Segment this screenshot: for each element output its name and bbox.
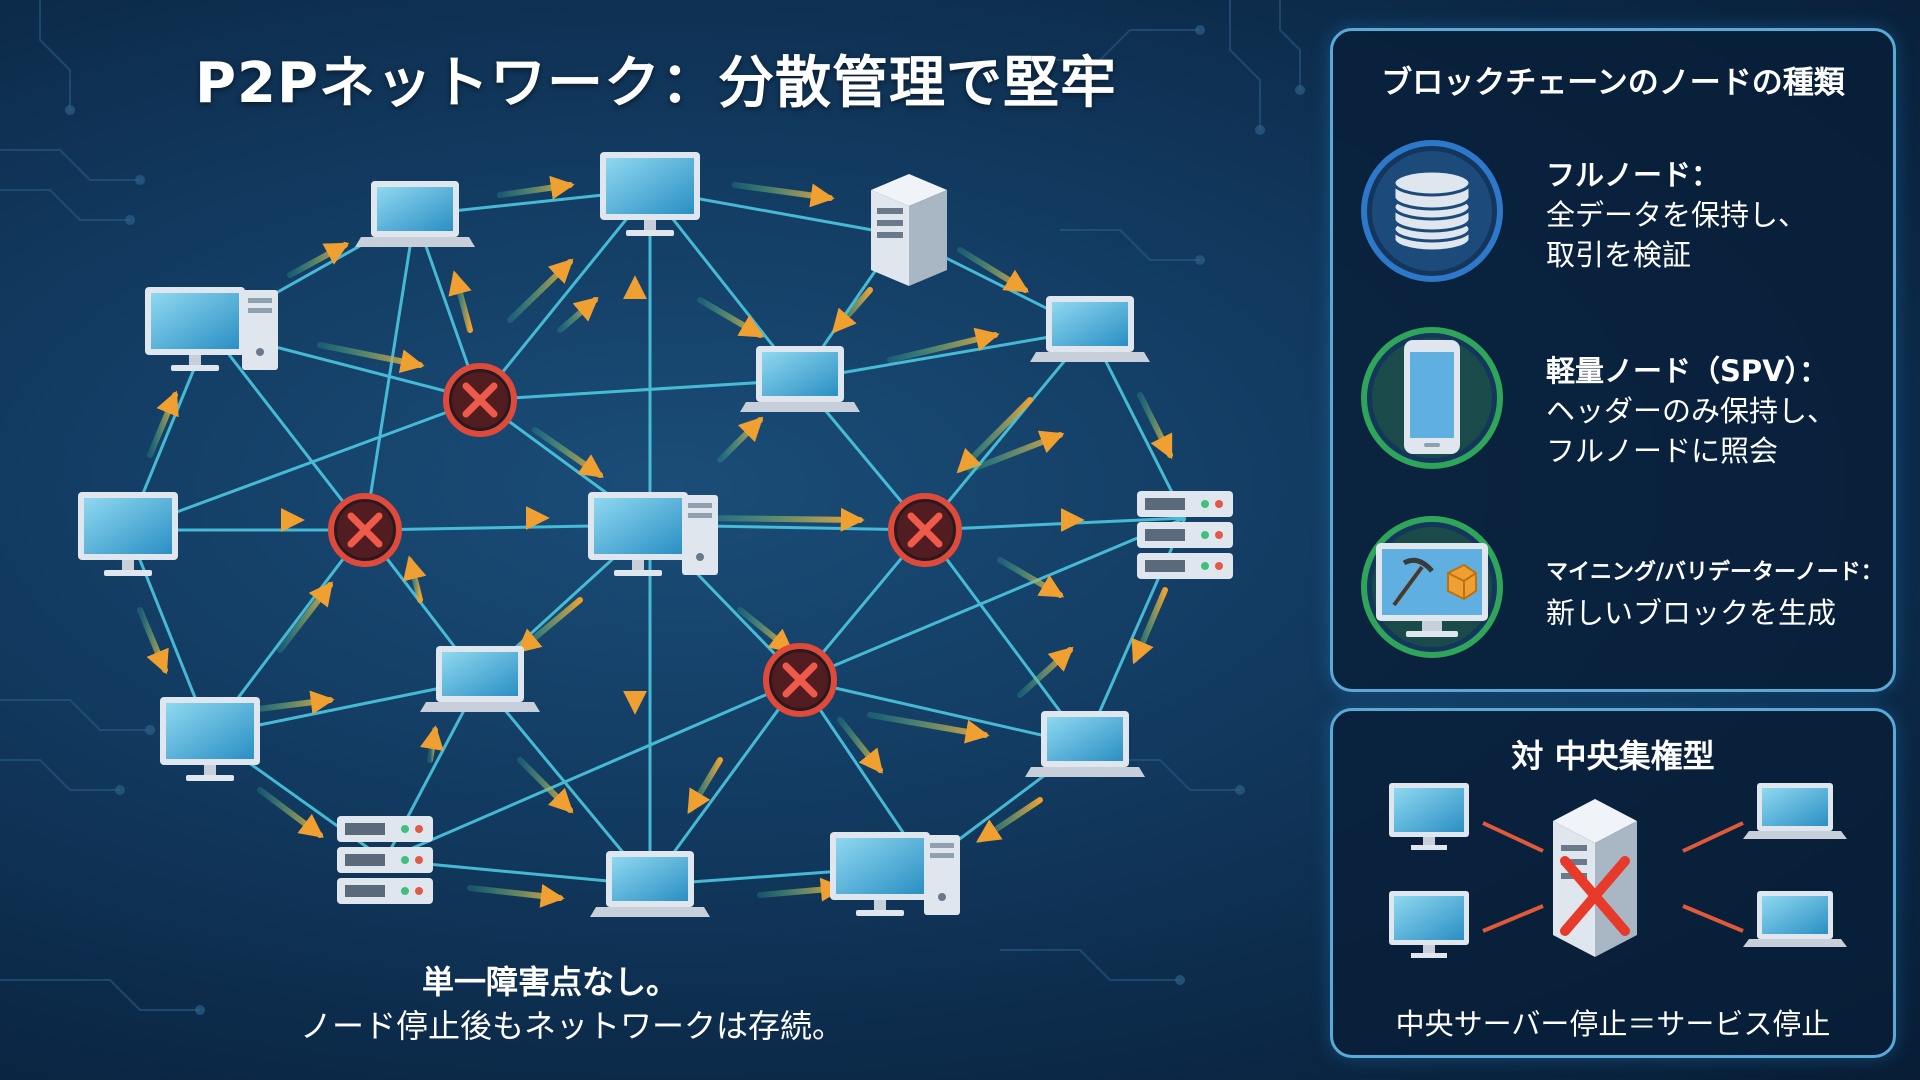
- spv-node-text: 軽量ノード（SPV）： ヘッダーのみ保持し、 フルノードに照会: [1546, 351, 1886, 471]
- mining-monitor-icon: [1361, 516, 1503, 658]
- laptop-node-icon: [355, 181, 475, 247]
- spv-node-desc-2: フルノードに照会: [1546, 434, 1779, 468]
- node-types-panel: ブロックチェーンのノードの種類 フルノード： 全データを保持し、 取引を検証 軽…: [1330, 28, 1896, 692]
- server-down-x-icon: [1560, 856, 1630, 936]
- client-monitor-icon: [1389, 891, 1469, 958]
- centralized-caption: 中央サーバー停止＝サービス停止: [1395, 1007, 1831, 1041]
- desktop-node-icon: [830, 832, 960, 916]
- data-flow-arrows: [137, 175, 1173, 908]
- client-monitor-icon: [1389, 783, 1469, 850]
- mining-node-desc-1: 新しいブロックを生成: [1546, 596, 1837, 630]
- full-node-desc-2: 取引を検証: [1546, 238, 1692, 272]
- diagram-caption: 単一障害点なし。 ノード停止後もネットワークは存続。: [300, 960, 845, 1048]
- failed-node-icon: [891, 496, 959, 564]
- centralized-diagram: [1389, 783, 1847, 958]
- full-node-desc-1: 全データを保持し、: [1546, 198, 1808, 232]
- laptop-node-icon: [590, 851, 710, 917]
- failed-node-icon: [766, 646, 834, 714]
- caption-line-2: ノード停止後もネットワークは存続。: [300, 1007, 845, 1045]
- network-nodes: [78, 152, 1233, 917]
- mining-node-text: マイニング/バリデーターノード： 新しいブロックを生成: [1546, 553, 1886, 633]
- node-types-title: ブロックチェーンのノードの種類: [1381, 65, 1845, 101]
- client-laptop-icon: [1743, 783, 1847, 839]
- server-node-icon: [871, 174, 947, 286]
- laptop-node-icon: [420, 646, 540, 712]
- smartphone-icon: [1361, 327, 1503, 469]
- rack-server-node-icon: [337, 816, 433, 904]
- centralized-title: 対 中央集権型: [1511, 737, 1715, 775]
- laptop-node-icon: [1030, 296, 1150, 362]
- monitor-node-icon: [160, 697, 260, 781]
- full-node-text: フルノード： 全データを保持し、 取引を検証: [1546, 155, 1886, 275]
- failed-node-icon: [446, 366, 514, 434]
- failed-node-icon: [331, 496, 399, 564]
- monitor-node-icon: [78, 492, 178, 576]
- desktop-node-icon: [145, 287, 278, 371]
- caption-line-1: 単一障害点なし。: [421, 963, 678, 1001]
- centralized-comparison-panel: 対 中央集権型 中央サーバー停止＝サービス停止: [1330, 708, 1896, 1058]
- central-server-icon: [1553, 799, 1637, 957]
- page-title: P2Pネットワーク：分散管理で堅牢: [195, 51, 1118, 116]
- laptop-node-icon: [1025, 711, 1145, 777]
- monitor-node-icon: [600, 152, 700, 236]
- client-laptop-icon: [1743, 891, 1847, 947]
- spv-node-name: 軽量ノード（SPV）：: [1546, 354, 1829, 388]
- rack-server-node-icon: [1137, 491, 1233, 579]
- spv-node-desc-1: ヘッダーのみ保持し、: [1546, 394, 1837, 428]
- mining-node-name: マイニング/バリデーターノード：: [1546, 560, 1883, 585]
- database-icon: [1361, 140, 1503, 282]
- laptop-node-icon: [740, 346, 860, 412]
- full-node-name: フルノード：: [1546, 158, 1721, 192]
